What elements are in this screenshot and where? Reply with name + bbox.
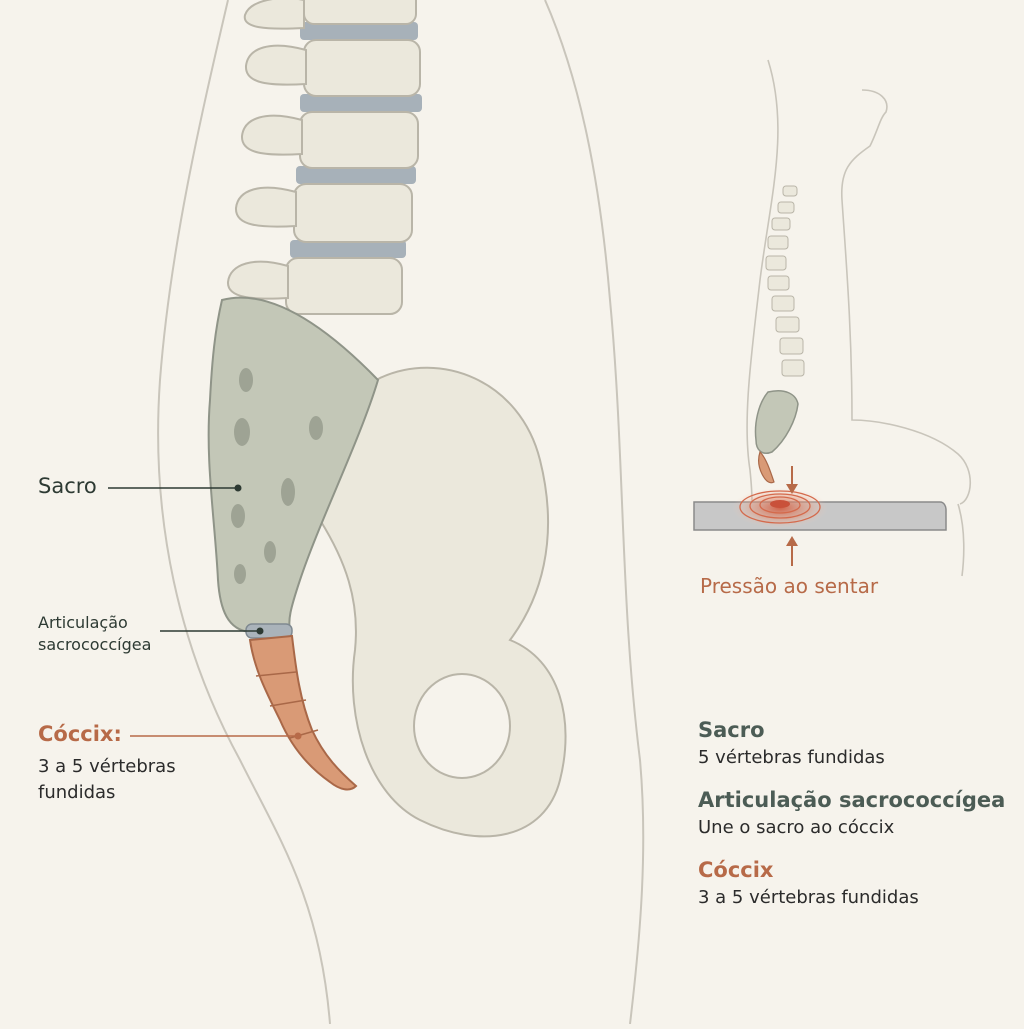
pressure-arrow-up: [786, 536, 798, 566]
label-sacro: Sacro: [38, 474, 97, 498]
spinous-process: [240, 114, 303, 156]
sacral-foramen: [309, 416, 323, 440]
spinous-process: [243, 0, 305, 30]
mini-coccyx: [758, 450, 775, 484]
label-articulacao-line2: sacrococcígea: [38, 635, 152, 654]
label-articulacao: Articulação sacrococcígea: [38, 612, 151, 656]
legend-description: Une o sacro ao cóccix: [698, 817, 895, 838]
label-coccix-desc-line1: 3 a 5 vértebras: [38, 756, 176, 777]
sacral-foramen: [231, 504, 245, 528]
label-articulacao-line1: Articulação: [38, 613, 128, 632]
leader-dot: [256, 627, 264, 635]
vertebra-body: [303, 0, 417, 25]
leader-dot: [234, 484, 242, 492]
sacral-foramen: [281, 478, 295, 506]
sacral-foramen: [264, 541, 276, 563]
figure-front-outline: [840, 89, 971, 505]
sacral-foramen: [234, 564, 246, 584]
spinous-process: [226, 260, 289, 300]
spinous-process: [244, 44, 307, 86]
legend: Sacro 5 vértebras fundidas Articulação s…: [698, 716, 1008, 926]
legend-item-coccix: Cóccix 3 a 5 vértebras fundidas: [698, 856, 1008, 912]
vertebra-body: [299, 111, 419, 169]
body-contour-front: [544, 0, 645, 1025]
legend-title: Articulação sacrococcígea: [698, 788, 1006, 812]
legend-title: Cóccix: [698, 858, 774, 882]
legend-description: 3 a 5 vértebras fundidas: [698, 887, 919, 908]
mini-spine: [765, 185, 805, 377]
seated-figure: [746, 59, 971, 577]
vertebra-body: [303, 39, 421, 97]
lumbar-spine: [226, 0, 422, 315]
vertebra-body: [293, 183, 413, 243]
obturator-foramen: [413, 673, 511, 779]
sacral-foramen: [234, 418, 250, 446]
legend-item-sacro: Sacro 5 vértebras fundidas: [698, 716, 1008, 772]
legend-description: 5 vértebras fundidas: [698, 747, 885, 768]
pressure-arrow-down: [786, 466, 798, 494]
legend-title: Sacro: [698, 718, 765, 742]
sacral-foramen: [239, 368, 253, 392]
label-pressao: Pressão ao sentar: [700, 574, 879, 598]
legend-item-articulacao: Articulação sacrococcígea Une o sacro ao…: [698, 786, 1008, 842]
leader-dot: [294, 732, 302, 740]
figure-leg-outline: [957, 503, 965, 577]
hip-bone: [311, 366, 567, 838]
disc: [300, 94, 422, 112]
mini-sacrum: [754, 390, 799, 454]
label-coccix-desc-line2: fundidas: [38, 782, 116, 803]
body-contour-back: [157, 0, 331, 1025]
spinous-process: [234, 186, 297, 228]
disc: [290, 240, 406, 258]
vertebra-body: [285, 257, 403, 315]
pressure-rings: [732, 488, 828, 528]
disc: [300, 22, 418, 40]
coccyx: [248, 634, 358, 791]
label-coccix-description: 3 a 5 vértebras fundidas: [38, 754, 176, 806]
disc: [296, 166, 416, 184]
label-coccix: Cóccix:: [38, 722, 122, 746]
figure-back-outline: [746, 59, 779, 503]
